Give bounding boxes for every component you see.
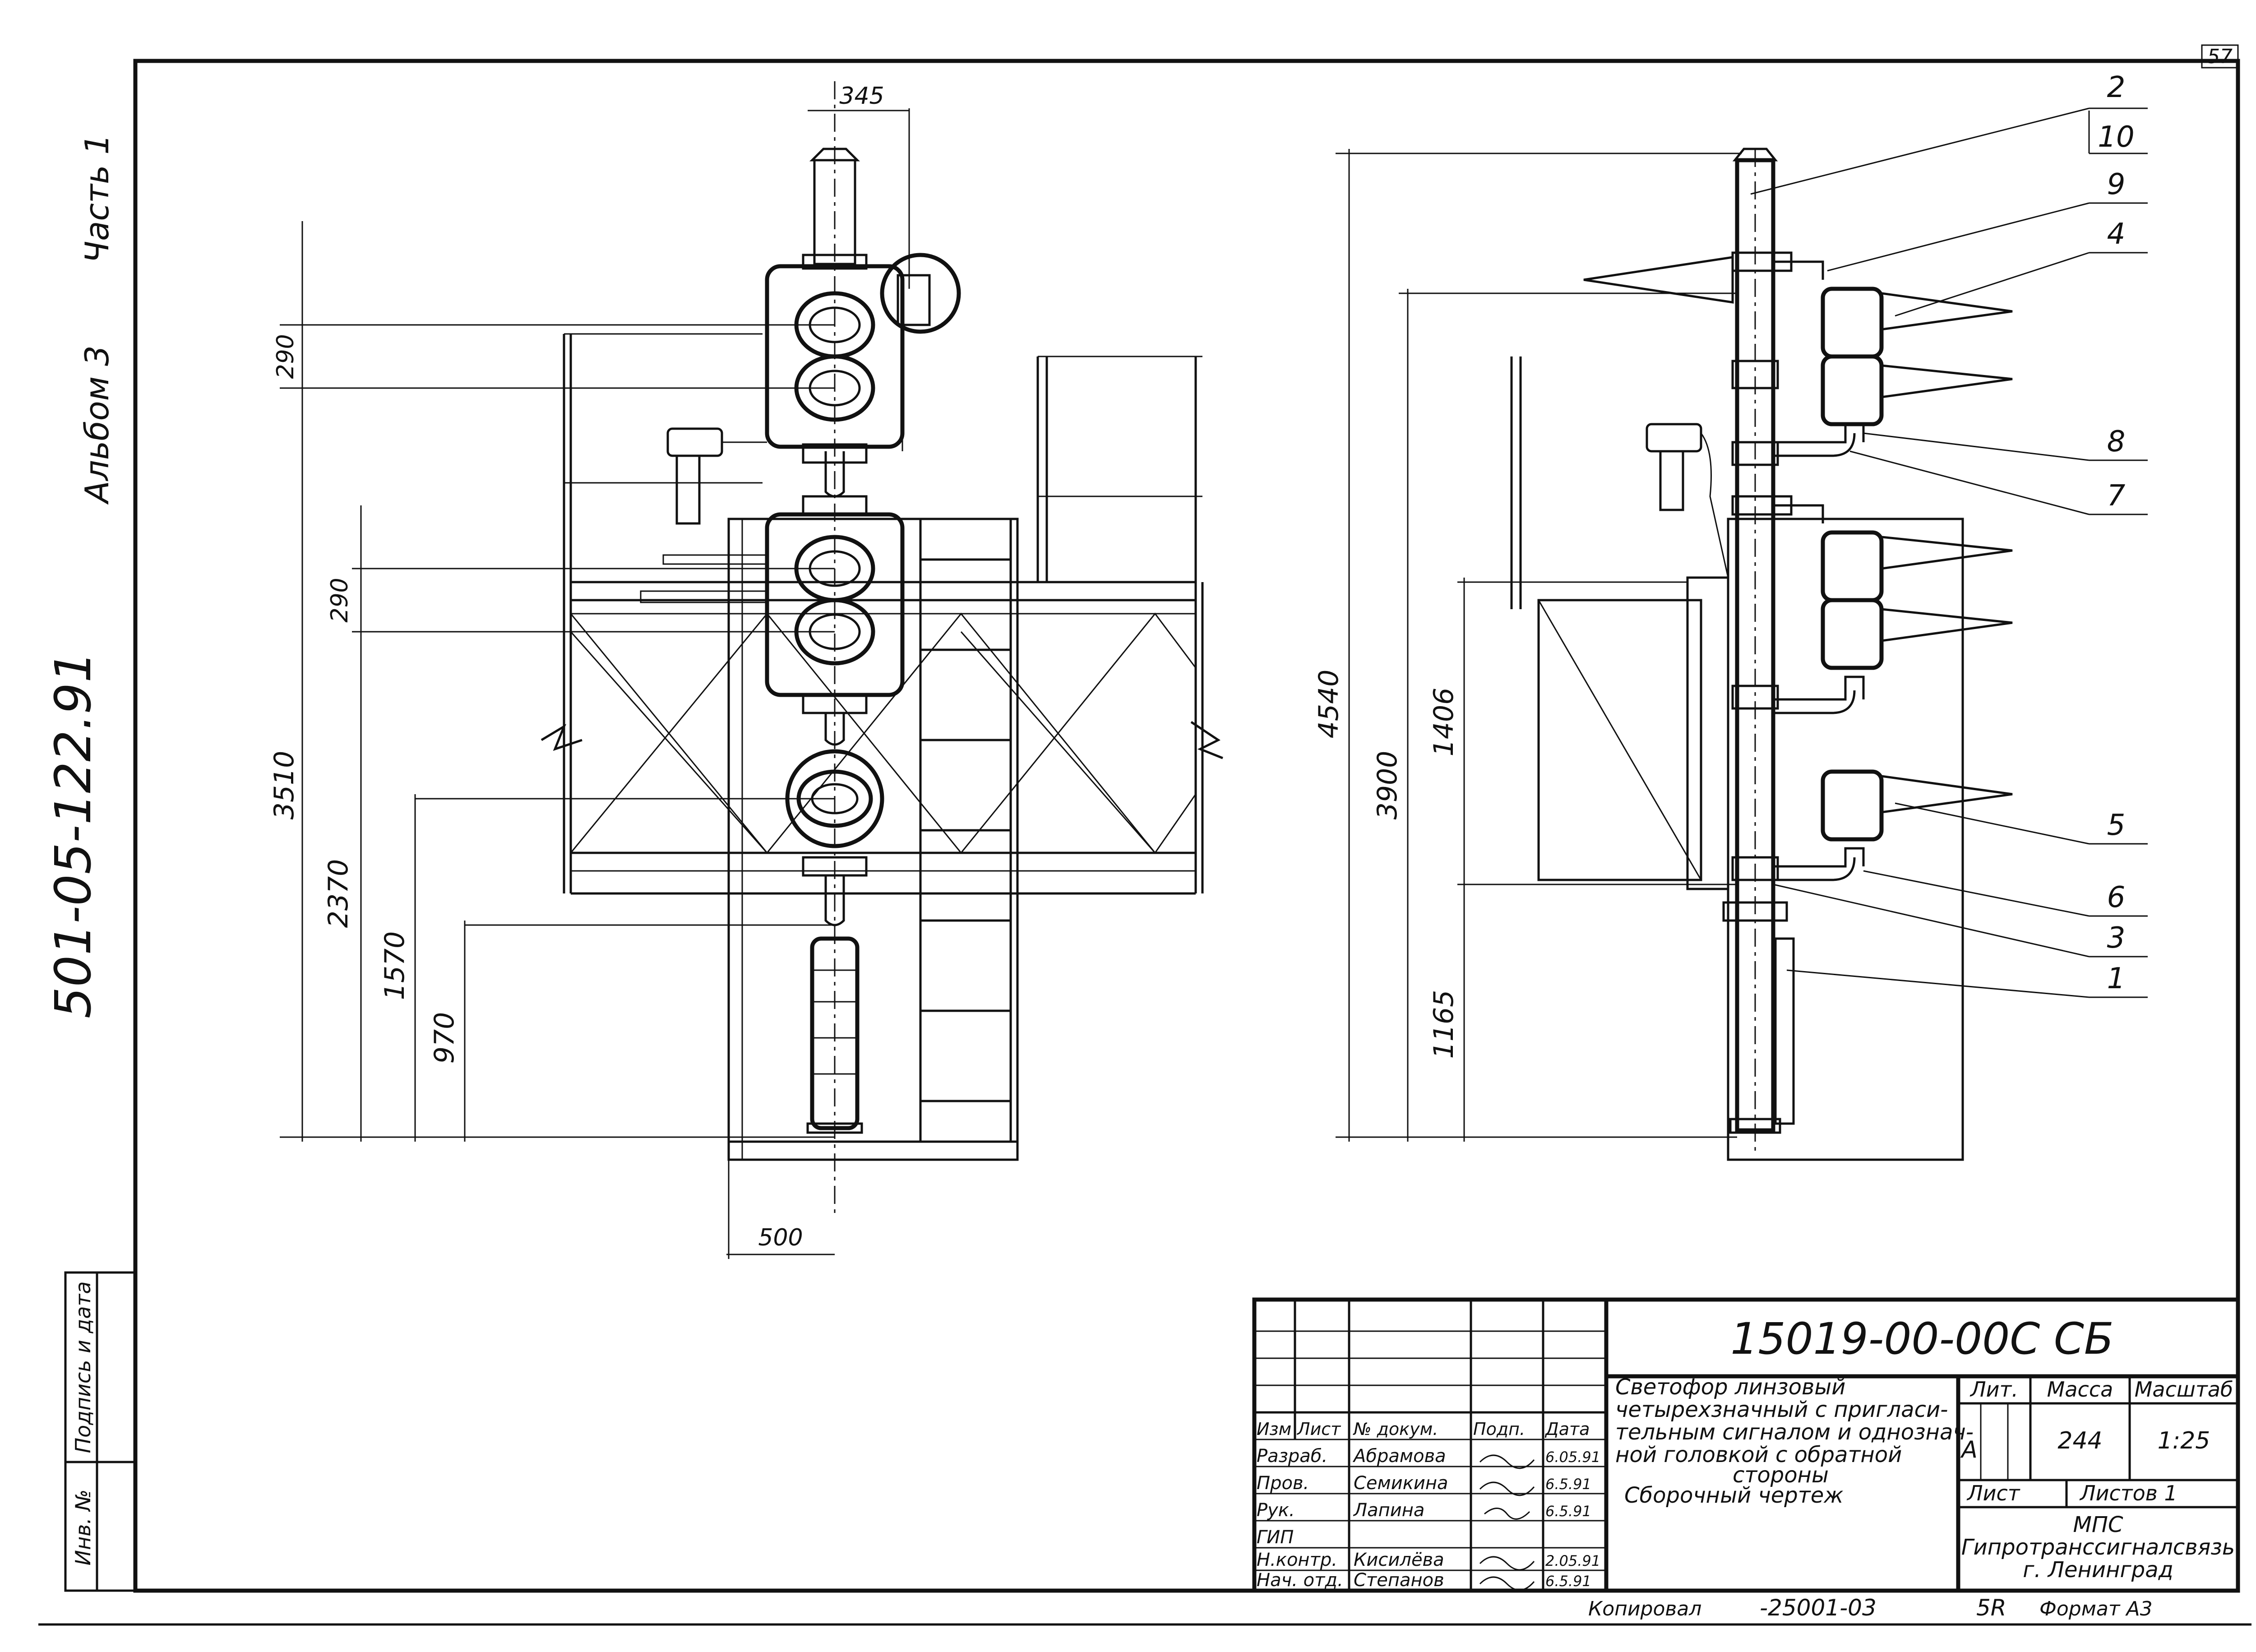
- scale-value: 1:25: [2158, 1427, 2210, 1454]
- sheet-label: Лист: [1966, 1481, 2020, 1505]
- side-stamp: [64, 1271, 137, 1592]
- title-line-3: тельным сигналом и однознач-: [1615, 1420, 1974, 1445]
- row-role-4: ГИП: [1257, 1527, 1294, 1548]
- format-label: Формат А3: [2039, 1597, 2153, 1620]
- sheet-number: 57: [2207, 45, 2233, 68]
- drawing-frame: [133, 59, 2240, 1593]
- row-name-6: Степанов: [1354, 1570, 1444, 1591]
- row-name-1: Абрамова: [1352, 1446, 1446, 1467]
- callout-10: 10: [2098, 120, 2134, 154]
- designation: 15019-00-00С СБ: [1730, 1314, 2113, 1364]
- row-role-5: Н.контр.: [1257, 1550, 1337, 1570]
- col-date: Дата: [1544, 1419, 1590, 1439]
- copied-label: Копировал: [1588, 1597, 1701, 1620]
- callout-1: 1: [2107, 962, 2126, 995]
- inv-no-label: Инв. №: [71, 1490, 95, 1566]
- dim-1406: 1406: [1428, 688, 1460, 757]
- row-role-3: Рук.: [1257, 1500, 1295, 1521]
- dim-970: 970: [429, 1012, 460, 1064]
- row-date-3: 6.5.91: [1545, 1503, 1591, 1520]
- dim-2370: 2370: [323, 859, 354, 928]
- document-code: 501-05-122.91: [44, 651, 102, 1018]
- callout-2: 2: [2107, 71, 2126, 104]
- rear-signal-head: [880, 253, 961, 334]
- title-line-4: ной головкой с обратной: [1615, 1442, 1902, 1467]
- callout-7: 7: [2107, 479, 2126, 513]
- col-sign: Подп.: [1473, 1419, 1525, 1439]
- sign-date-label: Подпись и дата: [71, 1281, 95, 1453]
- org-line-3: г. Ленинград: [2023, 1557, 2173, 1583]
- mass-value: 244: [2057, 1427, 2102, 1454]
- dim-1165: 1165: [1428, 990, 1460, 1059]
- dim-290-b: 290: [326, 578, 353, 622]
- mass-label: Масса: [2047, 1377, 2113, 1402]
- dim-290-a: 290: [272, 334, 299, 379]
- sheets-label: Листов 1: [2079, 1481, 2177, 1505]
- dim-1570: 1570: [379, 931, 411, 1000]
- dim-4540: 4540: [1313, 670, 1345, 739]
- lit-label: Лит.: [1969, 1377, 2018, 1402]
- callout-3: 3: [2107, 921, 2126, 955]
- left-platform: [541, 333, 1223, 1161]
- row-role-6: Нач. отд.: [1257, 1570, 1343, 1591]
- dim-3900: 3900: [1372, 751, 1403, 820]
- row-name-5: Кисилёва: [1354, 1550, 1444, 1570]
- footer: Копировал -25001-03 5R Формат А3: [1588, 1595, 2153, 1621]
- callouts: 2 10 9 4 8 7 5 6 3 1: [1750, 71, 2148, 998]
- row-date-5: 2.05.91: [1545, 1552, 1600, 1569]
- org-line-2: Гипротранссигналсвязь: [1961, 1535, 2235, 1560]
- left-signal: [640, 81, 961, 1218]
- row-name-2: Семикина: [1354, 1473, 1448, 1494]
- dim-500: 500: [758, 1224, 803, 1251]
- lit-value: А: [1960, 1436, 1978, 1463]
- sheet-number-box: [2201, 44, 2239, 69]
- col-doc: № докум.: [1353, 1419, 1438, 1439]
- callout-5: 5: [2107, 809, 2126, 842]
- lower-mast: [810, 936, 860, 1130]
- row-role-2: Пров.: [1257, 1473, 1309, 1494]
- callout-6: 6: [2107, 881, 2126, 914]
- title-block: 15019-00-00С СБ Светофор линзовый четыре…: [1252, 1297, 2240, 1593]
- drawing-type: Сборочный чертеж: [1624, 1483, 1844, 1508]
- row-date-2: 6.5.91: [1545, 1476, 1591, 1493]
- row-name-3: Лапина: [1353, 1500, 1424, 1521]
- callout-8: 8: [2107, 425, 2126, 458]
- callout-9: 9: [2107, 168, 2126, 201]
- row-date-6: 6.5.91: [1545, 1573, 1591, 1590]
- title-line-5: стороны: [1733, 1462, 1829, 1488]
- callout-4: 4: [2107, 217, 2126, 251]
- right-signal: [1510, 148, 2013, 1161]
- title-line-2: четырехзначный с пригласи-: [1615, 1397, 1948, 1422]
- scale-label: Масштаб: [2135, 1377, 2233, 1402]
- org-line-1: МПС: [2073, 1512, 2123, 1537]
- album-label: Альбом 3: [78, 345, 116, 504]
- col-list: Лист: [1296, 1419, 1341, 1439]
- right-dimensions: 4540 3900 1406 1165: [1313, 149, 1742, 1142]
- order-code: -25001-03: [1760, 1595, 1877, 1621]
- part-label: Часть 1: [78, 134, 116, 263]
- row-role-1: Разраб.: [1257, 1446, 1327, 1467]
- row-date-1: 6.05.91: [1545, 1448, 1600, 1466]
- col-izm: Изм: [1257, 1419, 1291, 1439]
- dim-3510: 3510: [268, 751, 300, 820]
- title-line-1: Светофор линзовый: [1615, 1374, 1845, 1400]
- sheet-code: 5R: [1976, 1595, 2006, 1621]
- left-dimensions: 345 500 290 290 3510 2370 1570 970: [268, 83, 910, 1259]
- dim-345: 345: [839, 83, 884, 110]
